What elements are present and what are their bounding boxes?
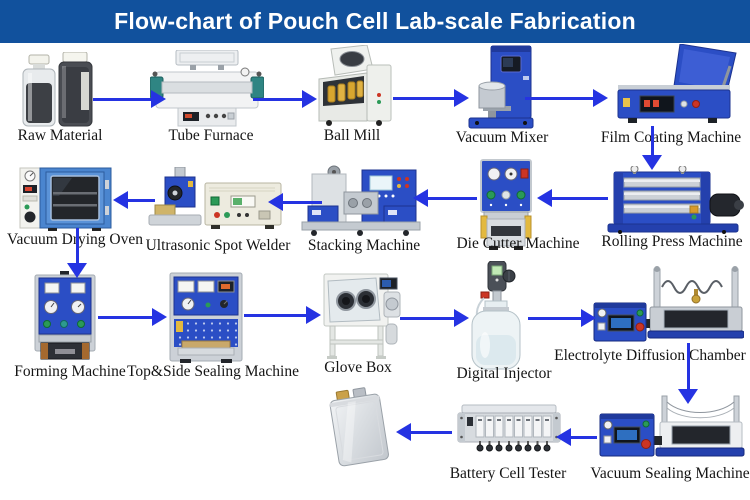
node-stacking-machine xyxy=(300,164,422,236)
electrolyte-diffusion-chamber-image xyxy=(593,266,744,342)
node-die-cutter-machine xyxy=(479,158,533,250)
node-forming-machine xyxy=(33,271,97,364)
node-tube-furnace xyxy=(150,50,264,128)
arrow-ultrasonic-spot-welder-to-vacuum-drying-oven xyxy=(113,191,155,209)
arrow-die-cutter-machine-to-stacking-machine xyxy=(413,189,477,207)
node-top-side-sealing-machine xyxy=(168,271,244,364)
vacuum-sealing-machine-image xyxy=(599,395,745,457)
node-rolling-press-machine xyxy=(606,166,744,234)
tube-furnace-image xyxy=(150,50,264,127)
battery-cell-tester-image xyxy=(457,404,561,452)
forming-machine-label: Forming Machine xyxy=(14,363,126,380)
arrow-vacuum-sealing-machine-to-battery-cell-tester xyxy=(556,428,597,446)
arrow-vacuum-mixer-to-film-coating-machine xyxy=(525,89,608,107)
rolling-press-machine-image xyxy=(607,166,744,234)
arrow-stacking-machine-to-ultrasonic-spot-welder xyxy=(268,193,322,211)
node-vacuum-sealing-machine xyxy=(598,394,746,460)
arrow-top-side-sealing-machine-to-glove-box xyxy=(244,306,321,324)
arrow-tube-furnace-to-ball-mill xyxy=(253,90,317,108)
film-coating-machine-label: Film Coating Machine xyxy=(600,129,742,146)
arrow-ball-mill-to-vacuum-mixer xyxy=(393,89,469,107)
arrow-electrolyte-diffusion-chamber-to-vacuum-sealing-machine xyxy=(678,343,698,404)
node-electrolyte-diffusion-chamber xyxy=(592,263,744,345)
digital-injector-image xyxy=(471,261,521,370)
arrow-vacuum-drying-oven-to-forming-machine xyxy=(67,228,87,278)
film-coating-machine-image xyxy=(617,44,737,123)
node-film-coating-machine xyxy=(604,44,748,126)
top-side-sealing-machine-image xyxy=(169,272,243,363)
arrow-forming-machine-to-top-side-sealing-machine xyxy=(98,308,167,326)
forming-machine-image xyxy=(34,271,96,360)
node-digital-injector xyxy=(468,261,524,373)
node-finished-pouch-cell xyxy=(322,387,396,469)
node-vacuum-drying-oven xyxy=(18,166,113,231)
arrow-glove-box-to-digital-injector xyxy=(400,309,469,327)
title-bar: Flow-chart of Pouch Cell Lab-scale Fabri… xyxy=(0,0,750,43)
battery-cell-tester-label: Battery Cell Tester xyxy=(449,465,567,482)
node-raw-material xyxy=(18,52,96,128)
node-vacuum-mixer xyxy=(467,44,537,130)
electrolyte-diffusion-chamber-label: Electrolyte Diffusion Chamber xyxy=(554,347,746,364)
ultrasonic-spot-welder-label: Ultrasonic Spot Welder xyxy=(145,237,291,254)
stacking-machine-label: Stacking Machine xyxy=(307,237,421,254)
digital-injector-label: Digital Injector xyxy=(456,365,552,382)
ball-mill-image xyxy=(318,45,392,126)
glove-box-image xyxy=(323,273,401,359)
arrow-rolling-press-machine-to-die-cutter-machine xyxy=(537,189,608,207)
arrow-digital-injector-to-electrolyte-diffusion-chamber xyxy=(528,309,596,327)
glove-box-label: Glove Box xyxy=(324,359,392,376)
node-ultrasonic-spot-welder xyxy=(147,167,283,231)
vacuum-drying-oven-label: Vacuum Drying Oven xyxy=(6,231,144,248)
arrow-film-coating-machine-to-rolling-press-machine xyxy=(642,126,662,170)
raw-material-image xyxy=(22,52,93,127)
ultrasonic-spot-welder-image xyxy=(148,167,282,229)
vacuum-sealing-machine-label: Vacuum Sealing Machine xyxy=(590,465,750,482)
node-glove-box xyxy=(320,272,402,360)
tube-furnace-label: Tube Furnace xyxy=(168,127,254,144)
ball-mill-label: Ball Mill xyxy=(323,127,381,144)
vacuum-mixer-label: Vacuum Mixer xyxy=(455,129,549,146)
page-title: Flow-chart of Pouch Cell Lab-scale Fabri… xyxy=(114,8,636,34)
pouch-cell-image xyxy=(329,387,389,467)
arrow-battery-cell-tester-to-finished-pouch-cell xyxy=(396,423,452,441)
stacking-machine-image xyxy=(301,165,421,236)
die-cutter-machine-image xyxy=(480,159,532,250)
vacuum-drying-oven-image xyxy=(19,167,112,231)
node-battery-cell-tester xyxy=(456,403,562,455)
node-ball-mill xyxy=(315,45,395,127)
top-side-sealing-machine-label: Top&Side Sealing Machine xyxy=(127,363,299,380)
arrow-raw-material-to-tube-furnace xyxy=(93,90,166,108)
raw-material-label: Raw Material xyxy=(17,127,103,144)
die-cutter-machine-label: Die Cutter Machine xyxy=(456,235,580,252)
vacuum-mixer-image xyxy=(468,45,534,129)
rolling-press-machine-label: Rolling Press Machine xyxy=(601,233,743,250)
